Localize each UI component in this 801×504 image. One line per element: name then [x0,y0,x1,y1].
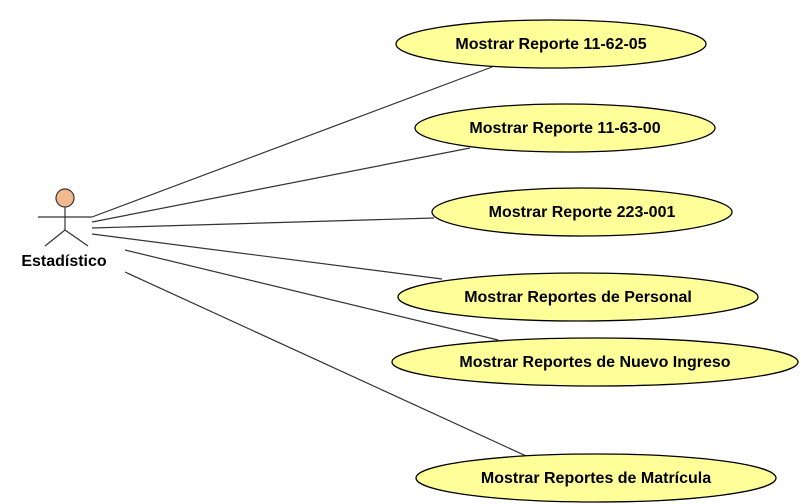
use-case-6[interactable]: Mostrar Reportes de Matrícula [415,453,777,503]
use-case-1[interactable]: Mostrar Reporte 11-62-05 [395,19,707,69]
use-case-3[interactable]: Mostrar Reporte 223-001 [431,187,733,237]
use-case-label: Mostrar Reportes de Matrícula [481,470,711,487]
actor-label: Estadístico [21,253,107,270]
use-case-ellipse [415,453,777,503]
use-case-ellipse [397,272,759,322]
association-line-6 [124,271,549,467]
actor-head-icon [55,188,75,208]
use-case-label: Mostrar Reportes de Personal [464,289,692,306]
actor-right-leg-icon [64,229,89,247]
use-case-label: Mostrar Reportes de Nuevo Ingreso [459,354,730,371]
association-line-1 [91,66,493,218]
use-case-ellipse [414,103,716,153]
actor-estadistico[interactable]: Estadístico [21,188,107,270]
use-case-4[interactable]: Mostrar Reportes de Personal [397,272,759,322]
association-line-3 [91,217,435,229]
association-line-4 [91,233,443,280]
association-line-2 [91,147,471,223]
use-case-label: Mostrar Reporte 11-62-05 [455,36,646,53]
use-case-2[interactable]: Mostrar Reporte 11-63-00 [414,103,716,153]
association-line-5 [124,249,499,341]
use-case-ellipse [431,187,733,237]
use-case-label: Mostrar Reporte 11-63-00 [469,120,660,137]
use-case-ellipse [395,19,707,69]
associations [91,66,549,467]
actor-left-leg-icon [44,229,66,247]
use-case-ellipse [391,337,799,387]
use-case-5[interactable]: Mostrar Reportes de Nuevo Ingreso [391,337,799,387]
use-case-label: Mostrar Reporte 223-001 [489,204,676,221]
